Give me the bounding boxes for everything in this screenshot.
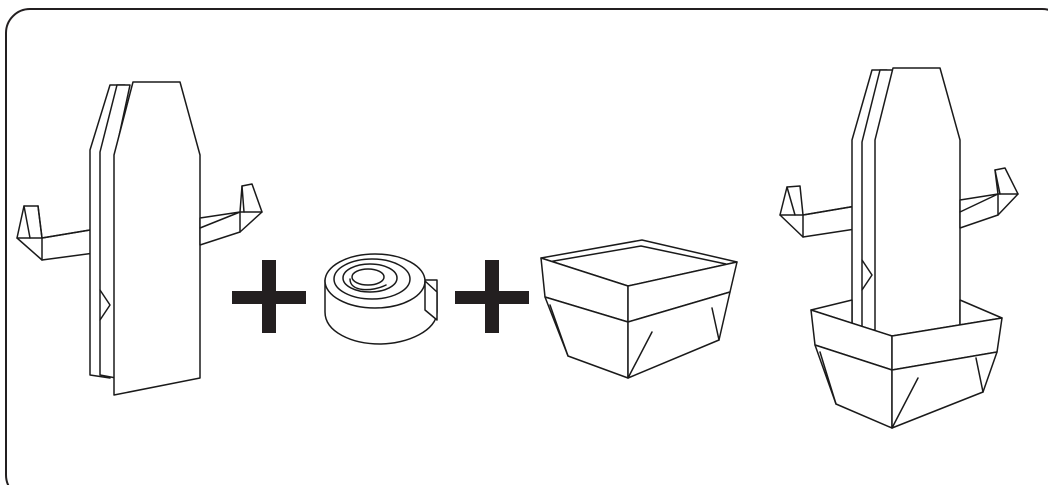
cactus-right-arm [200,184,262,245]
origami-pot [541,240,737,378]
plus-sign-2 [455,260,529,333]
assembled-cactus [780,68,1018,428]
cactus-body [17,82,262,395]
cactus-front-panel [114,82,200,395]
plus-sign-1 [232,260,306,333]
paper-coil [325,254,437,344]
